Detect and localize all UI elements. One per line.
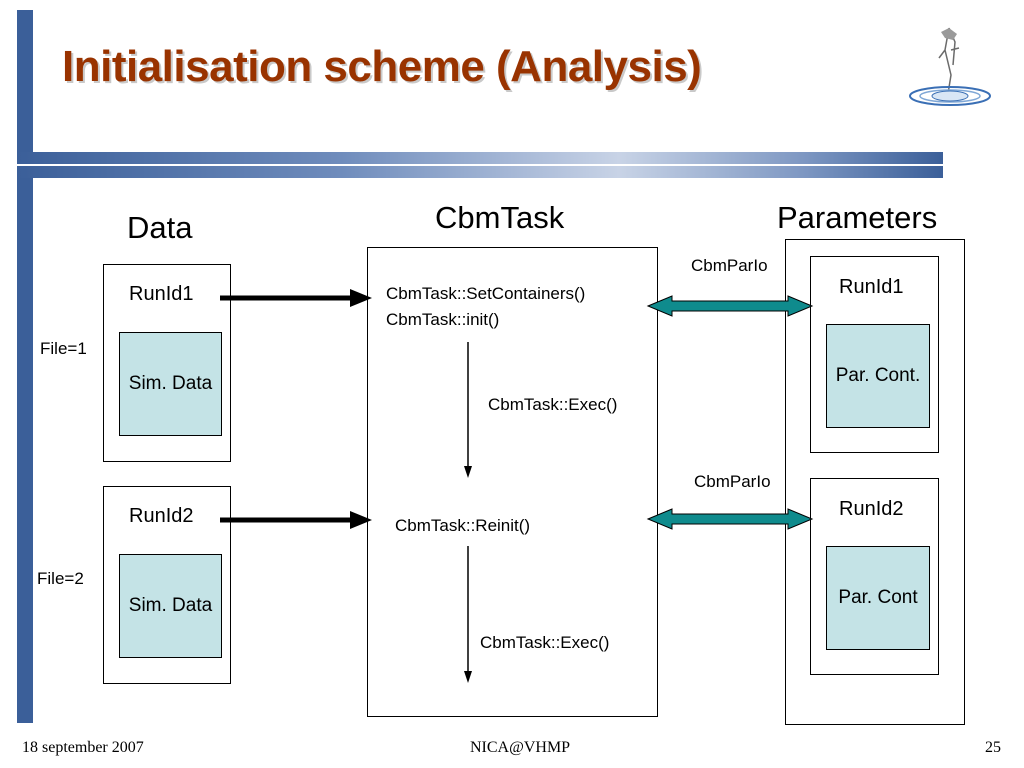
exec-call-2: CbmTask::Exec() — [480, 633, 610, 652]
cbmtask-box — [367, 247, 658, 717]
arrow-run2-to-task — [220, 511, 372, 529]
par-container-label-2: Par. Cont — [838, 587, 918, 608]
file2-label: File=2 — [37, 569, 84, 588]
sim-data-label-2: Sim. Data — [128, 595, 213, 616]
title-underline-band-2 — [17, 166, 943, 178]
exec-call-1: CbmTask::Exec() — [488, 395, 618, 414]
sim-data-label-1: Sim. Data — [128, 373, 213, 394]
file1-label: File=1 — [40, 339, 87, 358]
init-call: CbmTask::init() — [386, 310, 500, 329]
cbmpario-label-2: CbmParIo — [694, 472, 771, 491]
reinit-call: CbmTask::Reinit() — [395, 516, 531, 535]
cbmpario-label-1: CbmParIo — [691, 256, 768, 275]
footer-date: 18 september 2007 — [22, 739, 144, 756]
double-arrow-pario-1 — [646, 295, 814, 317]
sim-data-container-1: Sim. Data — [119, 332, 222, 436]
slide-title: Initialisation scheme (Analysis) — [62, 42, 702, 91]
par-container-2: Par. Cont — [826, 546, 930, 650]
data-run1-label: RunId1 — [129, 283, 194, 305]
sim-data-container-2: Sim. Data — [119, 554, 222, 658]
par-container-1: Par. Cont. — [826, 324, 930, 428]
arrow-reinit-to-exec — [464, 546, 472, 683]
header-data: Data — [127, 210, 193, 245]
data-run2-label: RunId2 — [129, 505, 194, 527]
left-accent-bar-top — [17, 10, 33, 164]
nica-logo — [909, 27, 991, 106]
header-parameters: Parameters — [777, 200, 938, 235]
header-cbmtask: CbmTask — [435, 200, 565, 235]
params-run2-label: RunId2 — [839, 498, 904, 520]
params-run1-label: RunId1 — [839, 276, 904, 298]
left-accent-bar-bottom — [17, 178, 33, 723]
title-underline-band — [17, 152, 943, 164]
par-container-label-1: Par. Cont. — [835, 365, 921, 386]
set-containers-call: CbmTask::SetContainers() — [386, 284, 586, 303]
arrow-init-to-exec — [464, 342, 472, 478]
page-number: 25 — [985, 739, 1001, 756]
footer-venue: NICA@VHMP — [470, 739, 571, 756]
arrow-run1-to-task — [220, 289, 372, 307]
double-arrow-pario-2 — [646, 508, 814, 530]
